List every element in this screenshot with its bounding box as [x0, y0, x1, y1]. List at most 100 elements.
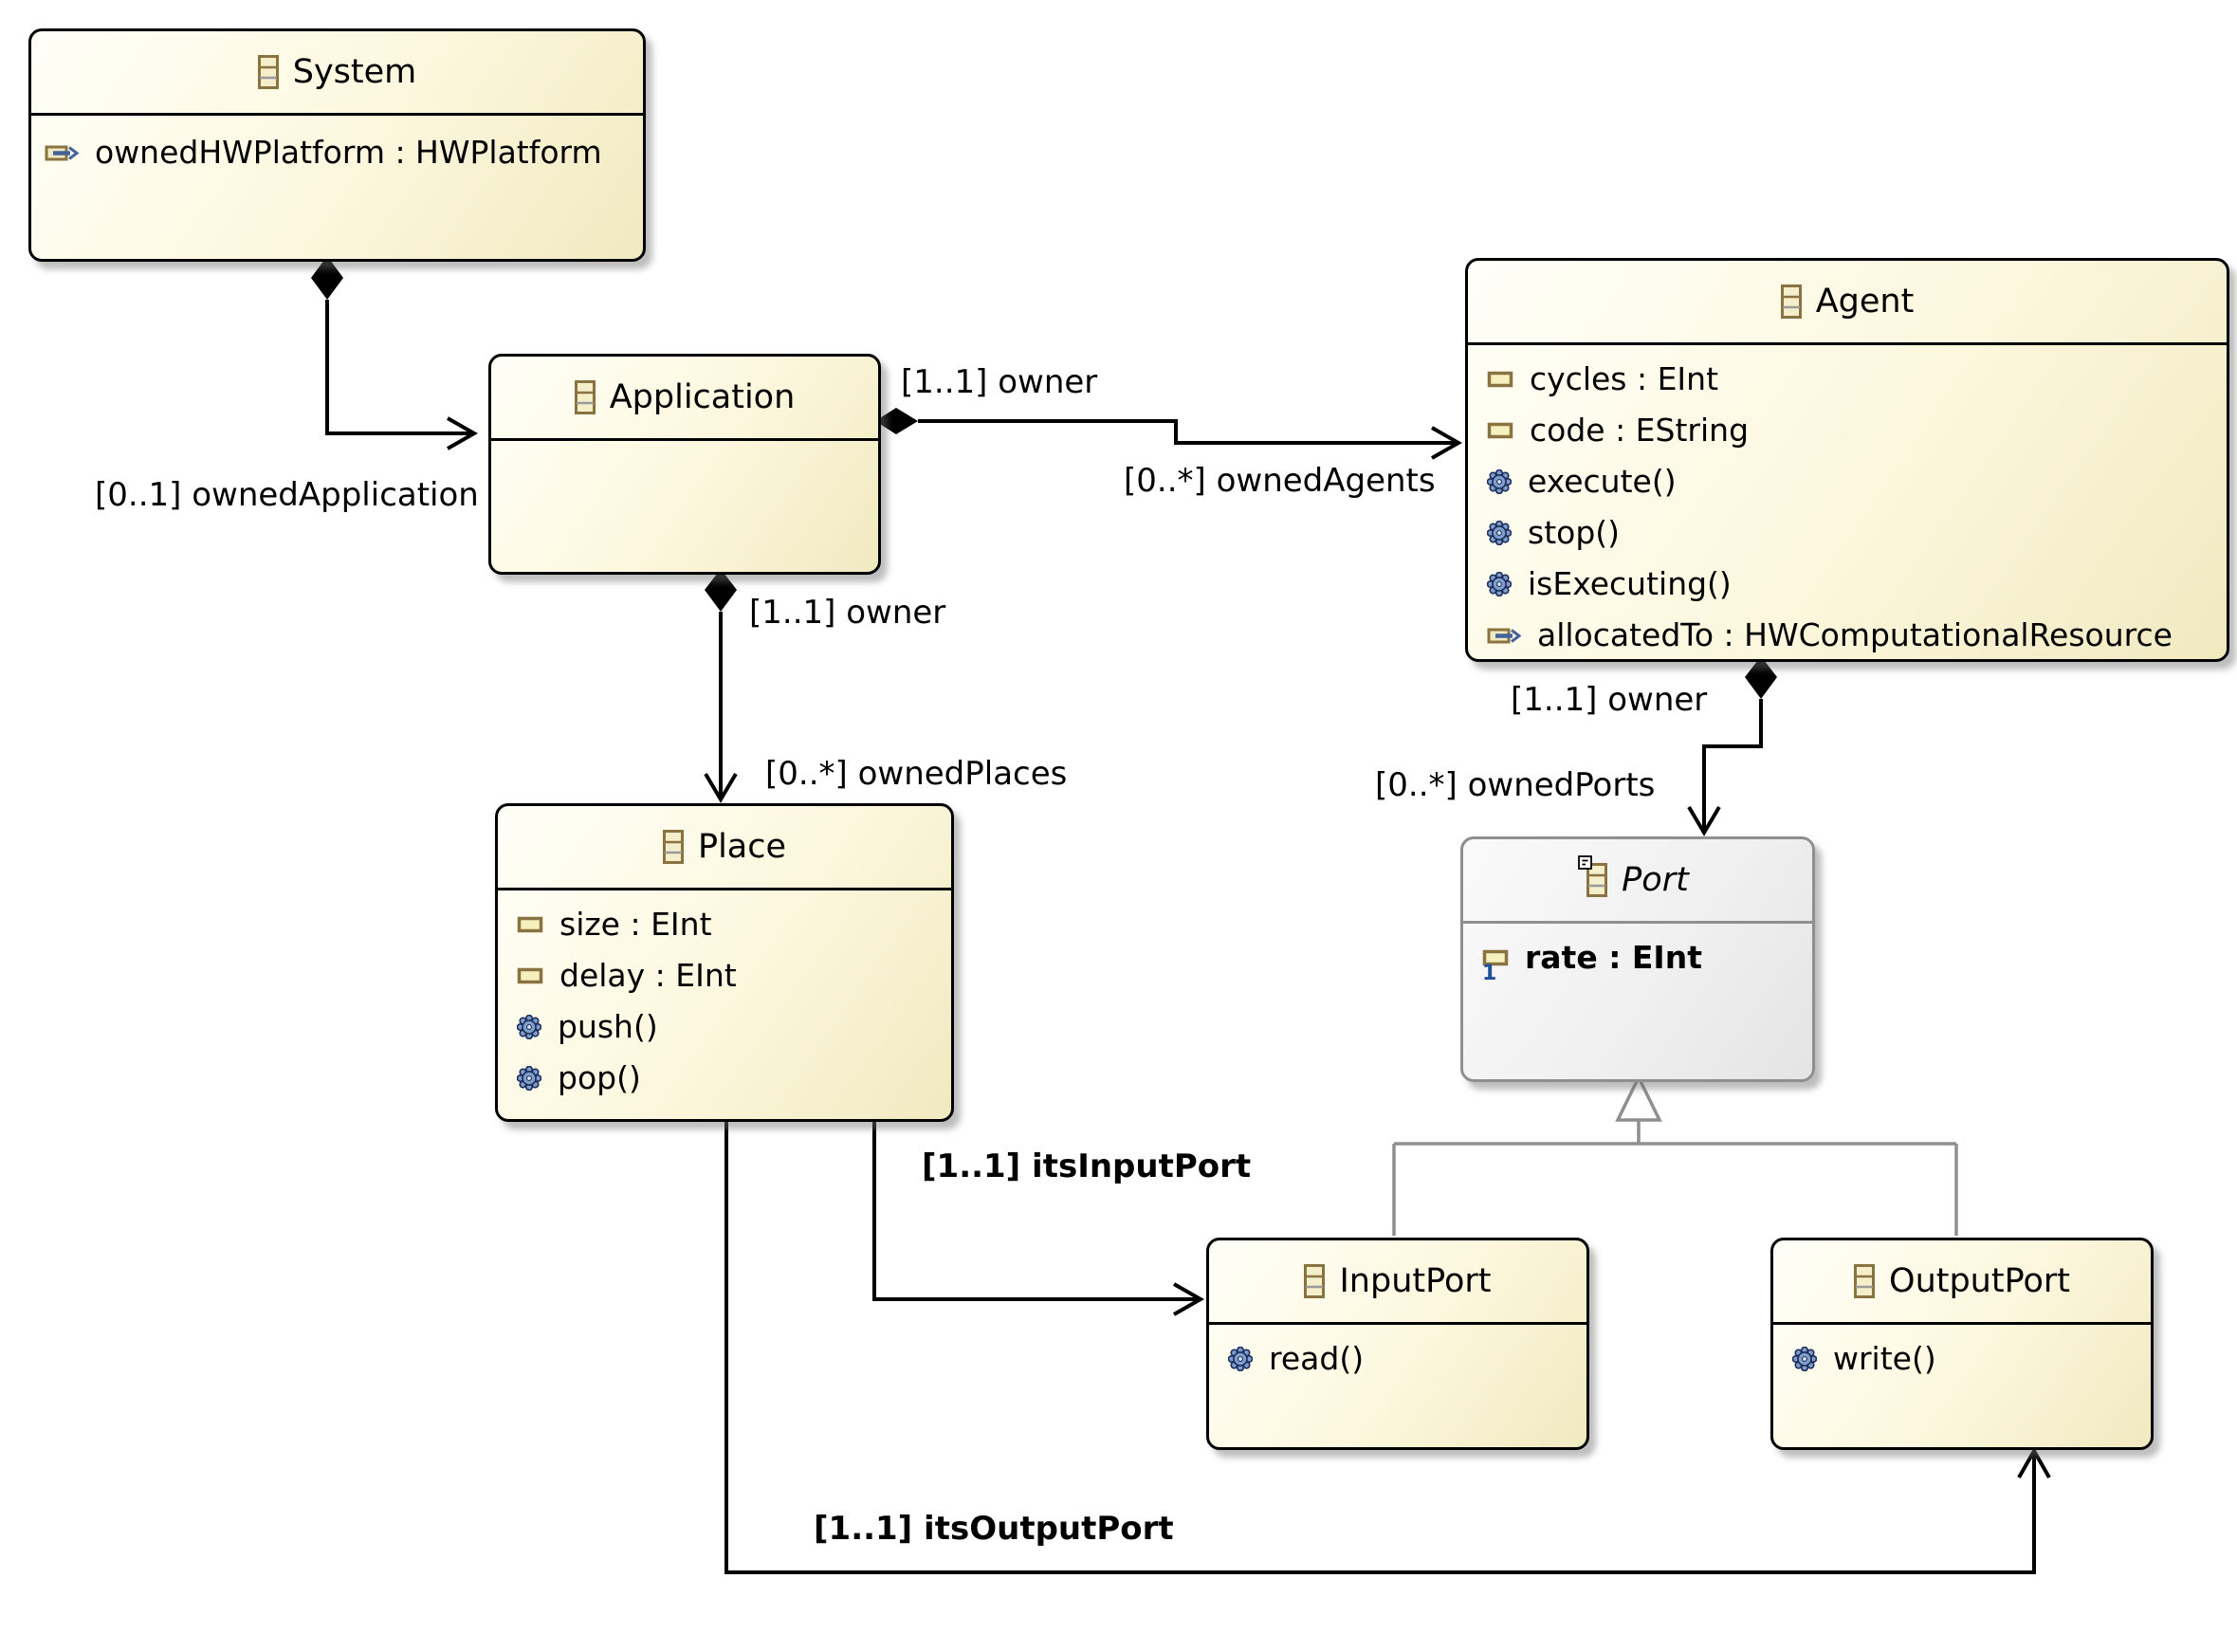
eattribute-icon: 1: [1482, 949, 1509, 985]
class-title: Place: [498, 806, 951, 890]
open-arrow-icon: [1431, 426, 1463, 460]
edge-ownedports[interactable]: [1687, 656, 1777, 836]
class-box-place[interactable]: Place size : EInt delay : EInt push(): [495, 803, 954, 1122]
abstract-badge: [1578, 855, 1593, 873]
edge-ownedagents[interactable]: [875, 408, 1463, 460]
composition-diamond-icon: [1745, 656, 1777, 699]
class-title: Application: [491, 357, 878, 441]
member-label: isExecuting(): [1528, 565, 1732, 602]
edge-itsoutputport[interactable]: [724, 1116, 2051, 1574]
operation-row[interactable]: isExecuting(): [1468, 559, 2227, 610]
member-label: rate : EInt: [1525, 939, 1702, 976]
class-box-agent[interactable]: Agent cycles : EInt code : EString execu…: [1465, 258, 2229, 662]
eclass-icon: [1578, 855, 1608, 897]
edge-label-itsoutputport[interactable]: [1..1] itsOutputPort: [814, 1510, 1174, 1548]
class-title: Port: [1463, 839, 1812, 924]
generalization-triangle-icon: [1615, 1074, 1662, 1144]
open-arrow-icon: [1687, 805, 1721, 836]
edge-generalization-inputport[interactable]: [1392, 1142, 1639, 1236]
member-label: pop(): [558, 1059, 641, 1096]
class-title: OutputPort: [1773, 1240, 2151, 1325]
eclass-icon: [662, 830, 684, 864]
class-name: OutputPort: [1889, 1262, 2070, 1300]
edge-label-ownedplaces[interactable]: [0..*] ownedPlaces: [765, 755, 1068, 793]
eoperation-icon: [517, 1065, 541, 1091]
edge-label-ownedapplication[interactable]: [0..1] ownedApplication: [95, 476, 479, 514]
member-label: write(): [1833, 1340, 1936, 1377]
eoperation-icon: [517, 1014, 541, 1039]
edge-generalization-outputport[interactable]: [1639, 1142, 1958, 1236]
class-name: Application: [609, 378, 796, 416]
reference-row[interactable]: ownedHWPlatform : HWPlatform: [31, 126, 643, 179]
operation-row[interactable]: read(): [1209, 1333, 1586, 1385]
eclass-icon: [1854, 1264, 1876, 1298]
operation-row[interactable]: write(): [1773, 1333, 2151, 1385]
class-title: System: [31, 31, 643, 116]
member-label: allocatedTo : HWComputationalResource: [1537, 616, 2173, 653]
open-arrow-icon: [2017, 1446, 2051, 1478]
class-title: Agent: [1468, 261, 2227, 345]
composition-diamond-icon: [705, 569, 737, 612]
class-name: System: [292, 53, 417, 91]
class-box-inputport[interactable]: InputPort read(): [1206, 1238, 1589, 1450]
eattribute-icon: [517, 967, 543, 984]
edge-itsinputport[interactable]: [872, 1116, 1205, 1316]
member-label: read(): [1269, 1340, 1365, 1377]
eattribute-icon: [1487, 422, 1513, 439]
member-label: code : EString: [1530, 412, 1750, 449]
attribute-row[interactable]: code : EString: [1468, 405, 2227, 456]
attribute-row[interactable]: delay : EInt: [498, 950, 951, 1001]
eoperation-icon: [1487, 571, 1512, 597]
edge-label-ownedports-owner[interactable]: [1..1] owner: [1511, 681, 1708, 719]
edge-label-ownedagents[interactable]: [0..*] ownedAgents: [1124, 462, 1436, 500]
composition-diamond-icon: [875, 408, 918, 434]
eclass-icon: [574, 380, 596, 414]
eoperation-icon: [1487, 468, 1512, 494]
operation-row[interactable]: stop(): [1468, 507, 2227, 559]
reference-row[interactable]: allocatedTo : HWComputationalResource: [1468, 610, 2227, 660]
class-box-system[interactable]: System ownedHWPlatform : HWPlatform: [28, 28, 646, 262]
edge-label-ownedports[interactable]: [0..*] ownedPorts: [1375, 766, 1656, 804]
eoperation-icon: [1487, 520, 1512, 545]
member-label: push(): [558, 1008, 658, 1045]
open-arrow-icon: [704, 772, 738, 803]
member-label: delay : EInt: [559, 957, 737, 994]
eoperation-icon: [1792, 1346, 1817, 1371]
class-name: InputPort: [1339, 1262, 1492, 1300]
open-arrow-icon: [1173, 1282, 1205, 1316]
open-arrow-icon: [447, 416, 479, 450]
eattribute-icon: [1487, 371, 1513, 388]
eclass-icon: [1304, 1264, 1326, 1298]
class-box-port[interactable]: Port 1 rate : EInt: [1460, 836, 1815, 1082]
attribute-row[interactable]: size : EInt: [498, 899, 951, 950]
operation-row[interactable]: pop(): [498, 1053, 951, 1104]
member-label: execute(): [1528, 463, 1677, 500]
class-name: Agent: [1815, 283, 1915, 321]
edge-label-itsinputport[interactable]: [1..1] itsInputPort: [922, 1147, 1252, 1185]
eattribute-icon: [517, 916, 543, 933]
edge-label-ownedplaces-owner[interactable]: [1..1] owner: [749, 594, 946, 632]
multiplicity-badge: 1: [1482, 961, 1497, 985]
member-label: cycles : EInt: [1530, 360, 1719, 397]
attribute-row[interactable]: 1 rate : EInt: [1463, 932, 1812, 985]
ereference-icon: [1487, 625, 1521, 646]
class-name: Place: [697, 828, 787, 866]
member-label: ownedHWPlatform : HWPlatform: [95, 134, 602, 171]
class-name: Port: [1622, 861, 1689, 899]
class-title: InputPort: [1209, 1240, 1586, 1325]
edge-ownedapplication[interactable]: [311, 256, 479, 450]
class-box-outputport[interactable]: OutputPort write(): [1770, 1238, 2154, 1450]
attribute-row[interactable]: cycles : EInt: [1468, 354, 2227, 405]
class-box-application[interactable]: Application: [488, 354, 881, 575]
operation-row[interactable]: push(): [498, 1001, 951, 1053]
edge-ownedplaces[interactable]: [704, 569, 738, 803]
member-label: size : EInt: [559, 906, 712, 943]
eclass-icon: [1780, 285, 1802, 319]
ereference-icon: [45, 142, 79, 163]
operation-row[interactable]: execute(): [1468, 456, 2227, 507]
edge-label-ownedagents-owner[interactable]: [1..1] owner: [901, 363, 1098, 401]
eoperation-icon: [1228, 1346, 1253, 1371]
composition-diamond-icon: [311, 256, 343, 300]
